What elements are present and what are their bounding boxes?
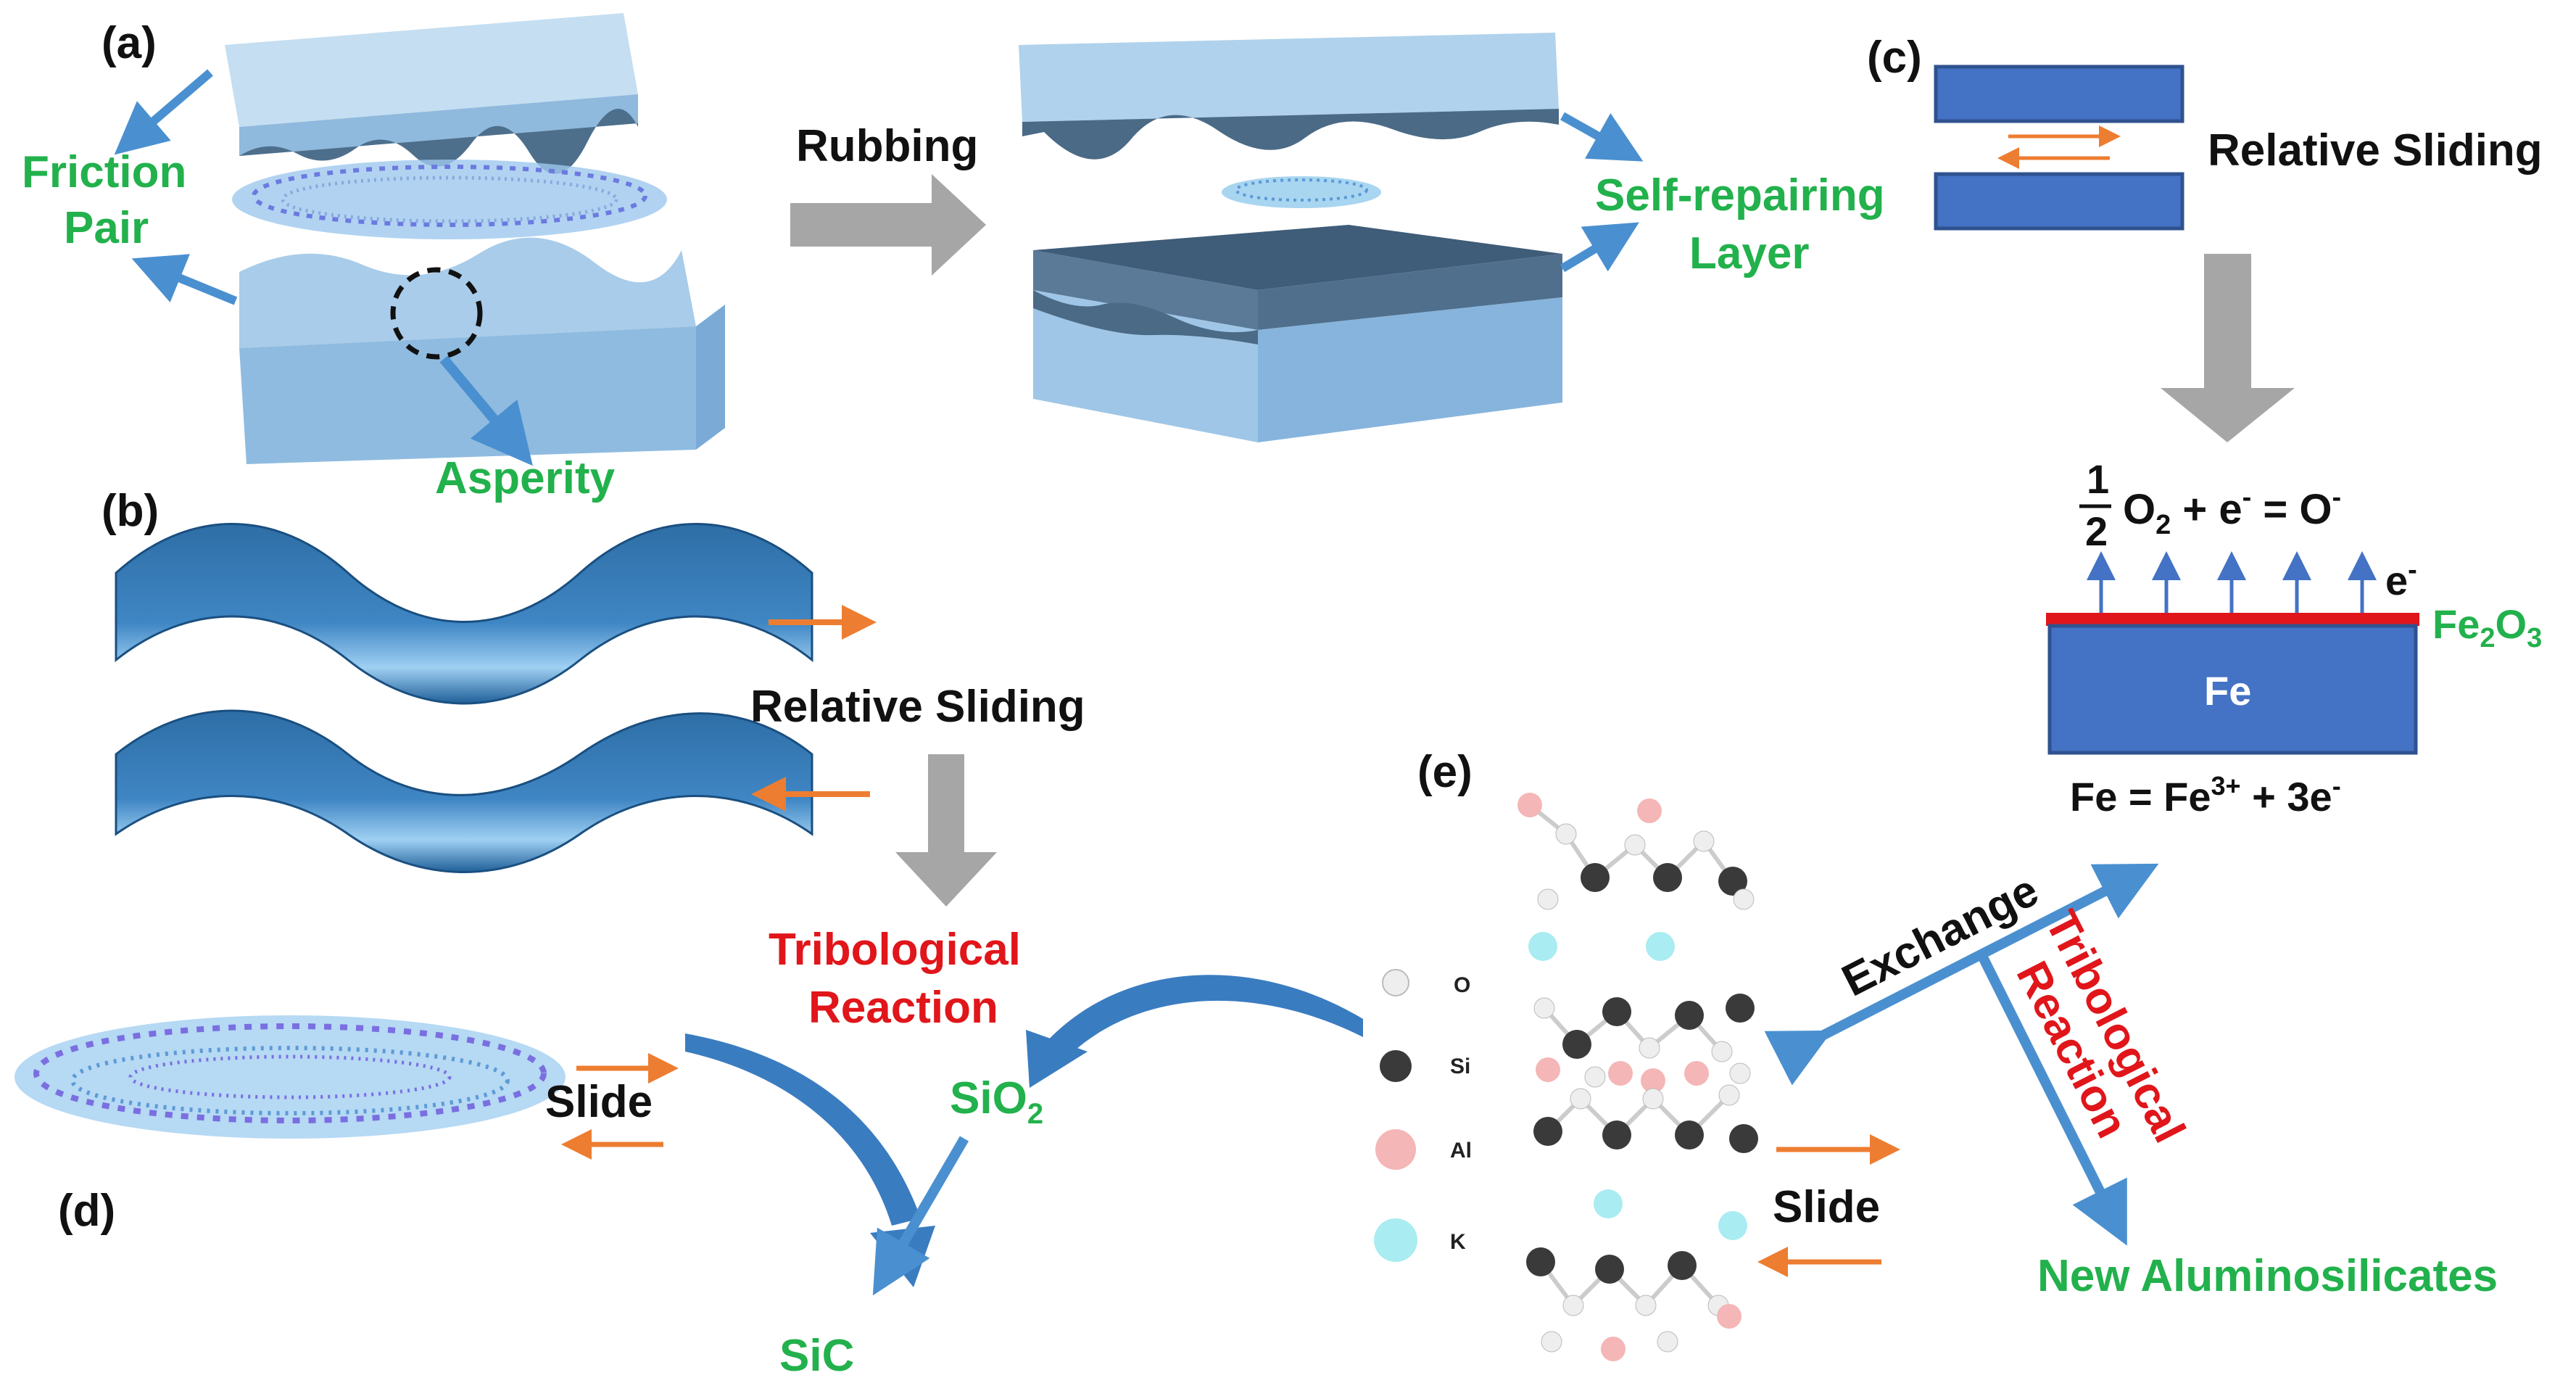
curve-from-e <box>1044 975 1363 1059</box>
exchange-arrow <box>1764 863 2159 1086</box>
eq-top-rest2: = O <box>2251 486 2332 533</box>
tribological-label-b-2: Reaction <box>808 983 998 1033</box>
sio2-text: SiO <box>950 1073 1027 1123</box>
eq-top-frac-num: 1 <box>2087 456 2109 502</box>
eq-bottom-a: Fe = Fe <box>2070 774 2211 820</box>
molecular-sheet-d <box>15 1015 566 1139</box>
curve-from-e-head <box>1026 1030 1088 1088</box>
legend-si-icon <box>1380 1050 1412 1082</box>
lower-wave-surface <box>115 709 813 873</box>
fe-block-label: Fe <box>2204 668 2251 714</box>
legend-al-icon <box>1375 1129 1416 1170</box>
fe2o3-sub2: 3 <box>2527 623 2542 653</box>
self-repair-arrow-up <box>1560 112 1644 162</box>
transfer-debris <box>1222 176 1381 208</box>
crystal-structure <box>1528 803 1735 1308</box>
panel-c: (c) Relative Sliding 1 2 O2 + e- = O- e-… <box>1867 33 2543 820</box>
tribological-arrow-e <box>1978 954 2127 1246</box>
molecular-sheet-left <box>232 160 667 239</box>
friction-pair-label-1: Friction <box>22 147 186 197</box>
panel-e-tag: (e) <box>1417 747 1473 797</box>
panel-a-tag: (a) <box>102 18 157 68</box>
eq-bottom-sup2: - <box>2332 771 2341 801</box>
sic-label: SiC <box>779 1331 854 1381</box>
atom-legend: O Si Al K <box>1374 969 1472 1262</box>
upper-wave-surface <box>115 523 813 705</box>
friction-pair-label-2: Pair <box>64 203 149 253</box>
rubbing-label: Rubbing <box>796 121 978 171</box>
down-arrow-c <box>2161 254 2295 442</box>
eq-bottom-b: + 3e <box>2241 774 2332 820</box>
slide-label-d: Slide <box>545 1077 653 1127</box>
self-repairing-label-1: Self-repairing <box>1595 170 1885 220</box>
relative-sliding-label-c: Relative Sliding <box>2208 125 2543 176</box>
sio2-sub: 2 <box>1027 1098 1043 1130</box>
eq-top-rest1: + e <box>2171 486 2242 533</box>
legend-k-icon <box>1374 1218 1417 1262</box>
panel-d: Slide (d) SiO2 SiC <box>15 975 1363 1381</box>
legend-k-label: K <box>1450 1230 1466 1254</box>
slide-label-e: Slide <box>1773 1182 1880 1232</box>
fe-block <box>2047 624 2418 755</box>
fe2o3-sub1: 2 <box>2480 623 2495 653</box>
panel-b-tag: (b) <box>102 486 159 536</box>
self-repairing-label-2: Layer <box>1689 228 1809 278</box>
panel-c-tag: (c) <box>1867 33 1922 83</box>
electron-e: e <box>2385 558 2408 603</box>
eq-top-o: O <box>2123 486 2155 533</box>
sio2-to-sic-arrow <box>872 1136 969 1296</box>
lower-bar <box>1934 172 2184 231</box>
curve-to-sic <box>685 1033 921 1226</box>
legend-al-label: Al <box>1450 1139 1472 1163</box>
fe2o3-label: Fe2O3 <box>2432 601 2542 653</box>
electron-arrows <box>2087 551 2377 613</box>
fe2o3-b: O <box>2496 601 2527 647</box>
eq-top-equation: O2 + e- = O- <box>2123 482 2341 540</box>
relative-sliding-label-b: Relative Sliding <box>750 682 1085 732</box>
down-arrow-b <box>895 754 997 907</box>
eq-top-o-sub: 2 <box>2155 510 2171 540</box>
electron-label: e- <box>2385 555 2417 603</box>
legend-si-label: Si <box>1450 1054 1470 1078</box>
lower-slab-right <box>1033 225 1562 442</box>
fe2o3-layer <box>2046 613 2419 626</box>
new-aluminosilicates-label: New Aluminosilicates <box>2037 1251 2498 1301</box>
panel-d-tag: (d) <box>58 1186 115 1236</box>
friction-pair-arrow-down <box>131 254 238 305</box>
eq-top-sup2: - <box>2332 482 2342 513</box>
asperity-circle <box>390 267 483 360</box>
eq-bottom-sup: 3+ <box>2211 771 2241 801</box>
electron-sup: - <box>2408 555 2417 585</box>
tribological-label-b-1: Tribological <box>769 925 1021 975</box>
crystal-atoms <box>1517 793 1758 1361</box>
eq-top-frac-den: 2 <box>2085 508 2108 554</box>
fe2o3-a: Fe <box>2432 601 2480 647</box>
asperity-label: Asperity <box>435 453 616 503</box>
upper-bar <box>1934 65 2184 123</box>
eq-top-sup1: - <box>2242 482 2252 513</box>
sio2-label: SiO2 <box>950 1073 1043 1130</box>
eq-bottom: Fe = Fe3+ + 3e- <box>2070 771 2341 820</box>
legend-o-label: O <box>1454 973 1470 997</box>
upper-slab-right <box>1019 33 1559 160</box>
friction-pair-arrow-up <box>114 69 213 155</box>
panel-e: (e) O Si Al K <box>1374 747 2498 1361</box>
lower-slab-left <box>239 237 725 464</box>
panel-b: (b) Relative Sliding Tribological Reacti… <box>102 486 1085 1033</box>
legend-o-icon <box>1382 969 1409 996</box>
asperity-arrow <box>439 355 533 466</box>
panel-a: (a) Friction Pair Asperity Rubbing Self-… <box>22 13 1885 503</box>
rubbing-arrow <box>790 174 986 276</box>
upper-slab-left <box>225 13 638 174</box>
self-repair-arrow-down <box>1560 222 1639 273</box>
